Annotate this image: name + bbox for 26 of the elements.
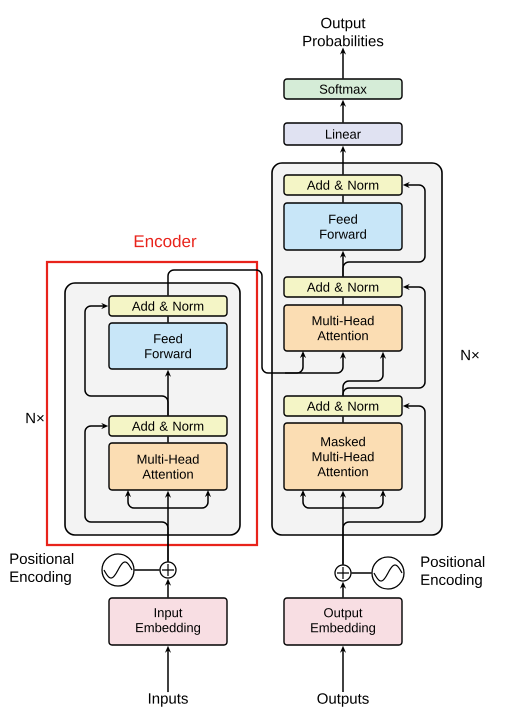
layer-box: Input Embedding	[108, 597, 228, 646]
layer-box: Add & Norm	[283, 276, 403, 298]
arrow	[84, 422, 169, 562]
io-label: Inputs	[148, 693, 188, 707]
io-label: Outputs	[317, 693, 369, 707]
repeat-label: N×	[461, 350, 479, 360]
plus-circle	[334, 564, 352, 582]
layer-box: Add & Norm	[108, 295, 228, 317]
side-label: Positional Encoding	[10, 553, 74, 585]
layer-box: Add & Norm	[283, 174, 403, 196]
layer-box: Add & Norm	[283, 395, 403, 417]
layer-box: Feed Forward	[283, 202, 403, 251]
layer-box: Add & Norm	[108, 415, 228, 437]
plus-circle	[159, 561, 177, 579]
layer-box: Feed Forward	[108, 322, 228, 370]
arrow	[84, 302, 169, 416]
io-label: Output Probabilities	[303, 18, 384, 46]
layer-box: Multi-Head Attention	[108, 442, 228, 491]
layer-box: Masked Multi-Head Attention	[283, 422, 403, 491]
side-label: Positional Encoding	[421, 556, 484, 588]
layer-box: Multi-Head Attention	[283, 304, 403, 352]
layer-box: Linear	[283, 122, 403, 146]
frame-heading: Encoder	[134, 234, 196, 248]
layer-box: Softmax	[283, 78, 403, 100]
layer-box: Output Embedding	[283, 597, 403, 646]
repeat-label: N×	[26, 412, 44, 424]
